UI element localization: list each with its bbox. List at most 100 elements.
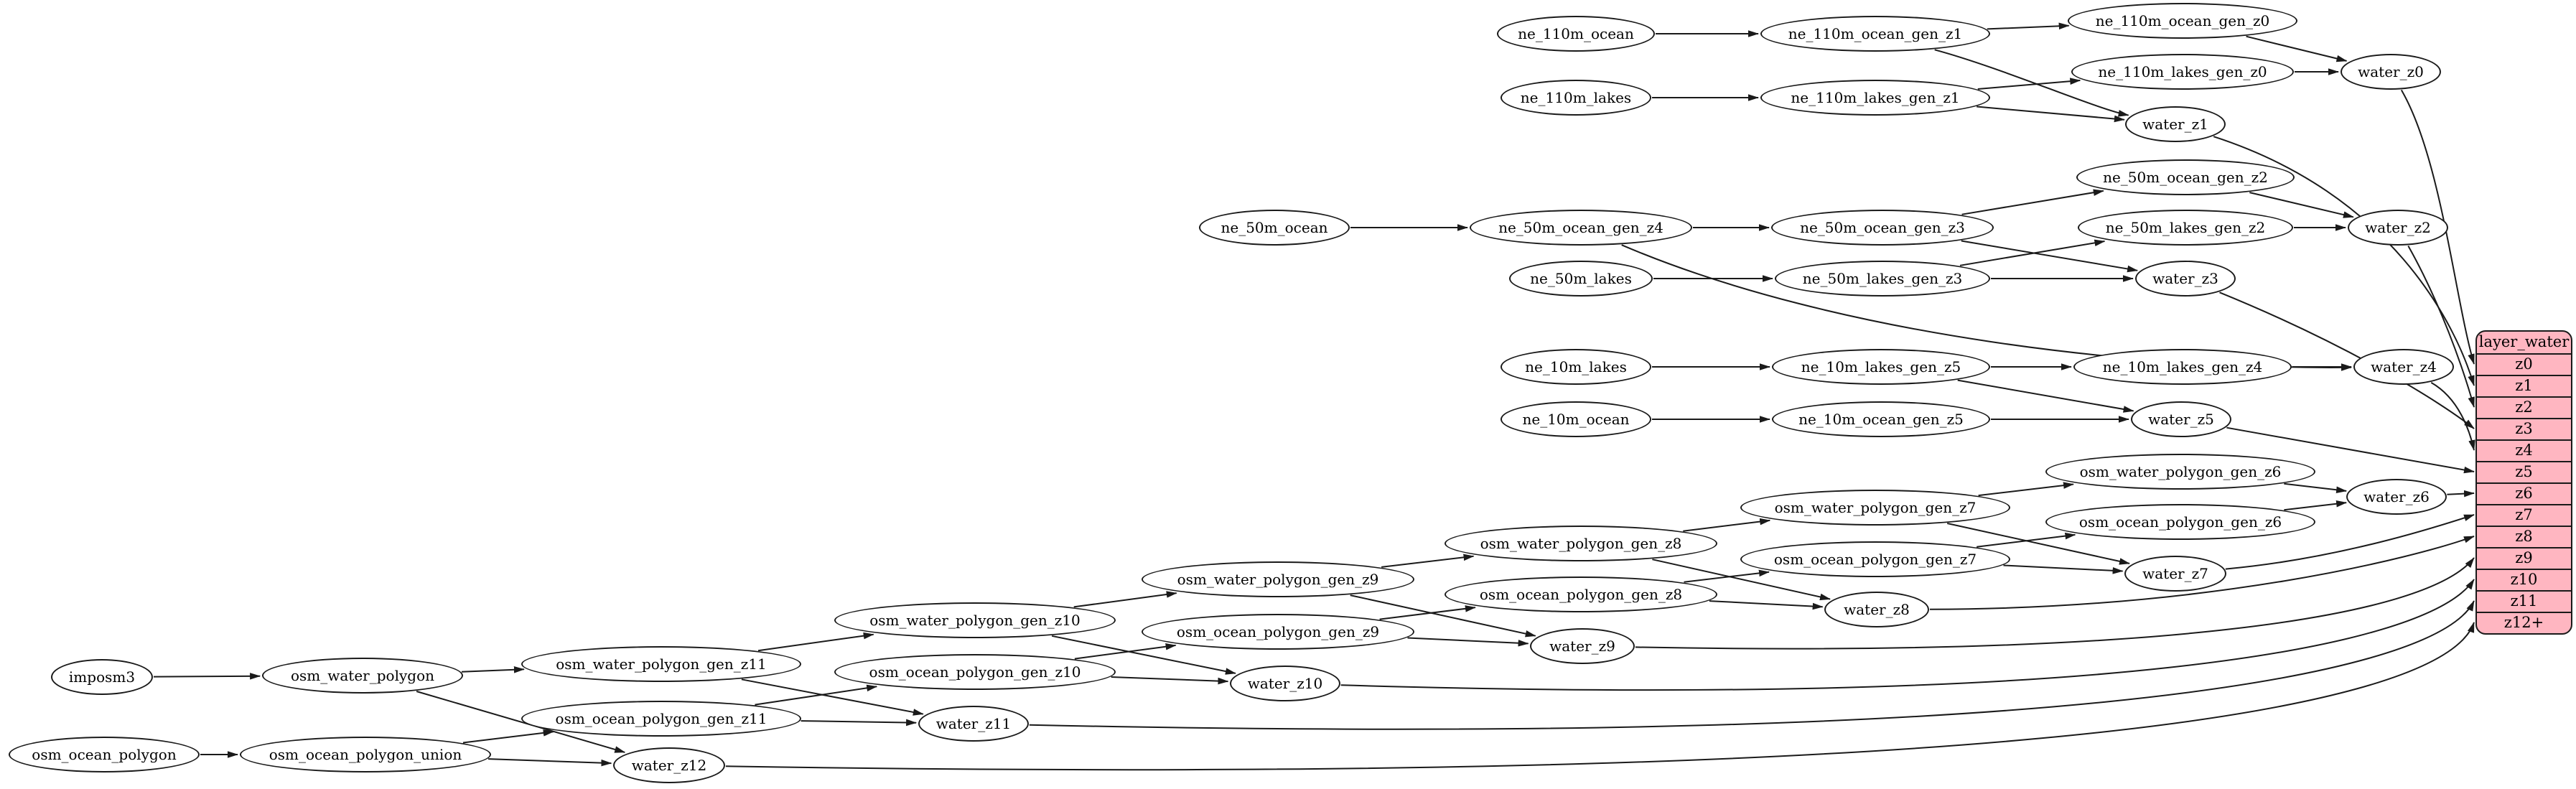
edge-osm_ocean_polygon_union-to-water_z12 bbox=[488, 758, 612, 767]
edge-osm_water_polygon_gen_z6-to-water_z6 bbox=[2284, 482, 2348, 494]
edge-osm_ocean_polygon_gen_z7-to-osm_ocean_polygon_gen_z6 bbox=[1977, 532, 2076, 548]
node-osm_ocean_polygon_gen_z9: osm_ocean_polygon_gen_z9 bbox=[1142, 614, 1414, 650]
node-osm_water_polygon_gen_z6: osm_water_polygon_gen_z6 bbox=[2045, 454, 2315, 490]
edge-osm_water_polygon_gen_z10-to-water_z10 bbox=[1051, 635, 1236, 675]
table-row-z5: z5 bbox=[2477, 461, 2571, 482]
edge-osm_water_polygon_gen_z8-to-osm_water_polygon_gen_z7 bbox=[1683, 518, 1771, 532]
edge-ne_110m_lakes_gen_z1-to-water_z1 bbox=[1977, 106, 2125, 123]
edge-water_z11-to-row-z11 bbox=[1029, 600, 2475, 730]
node-ne_50m_ocean_gen_z3: ne_50m_ocean_gen_z3 bbox=[1771, 210, 1994, 246]
edge-ne_110m_ocean_gen_z1-to-ne_110m_ocean_gen_z0 bbox=[1987, 22, 2070, 30]
edge-osm_water_polygon_gen_z8-to-water_z8 bbox=[1652, 559, 1831, 601]
node-ne_50m_ocean_gen_z2: ne_50m_ocean_gen_z2 bbox=[2076, 159, 2295, 195]
table-row-z12+: z12+ bbox=[2477, 612, 2571, 633]
node-water_z10: water_z10 bbox=[1230, 666, 1340, 701]
node-osm_water_polygon_gen_z9: osm_water_polygon_gen_z9 bbox=[1142, 561, 1414, 597]
node-ne_10m_lakes: ne_10m_lakes bbox=[1501, 349, 1651, 385]
node-ne_110m_lakes_gen_z1: ne_110m_lakes_gen_z1 bbox=[1760, 80, 1990, 116]
node-ne_50m_lakes: ne_50m_lakes bbox=[1509, 261, 1653, 297]
edge-osm_ocean_polygon_gen_z6-to-water_z6 bbox=[2284, 500, 2348, 511]
node-water_z6: water_z6 bbox=[2346, 479, 2447, 515]
node-osm_water_polygon_gen_z7: osm_water_polygon_gen_z7 bbox=[1740, 490, 2010, 526]
edge-ne_50m_ocean_gen_z2-to-water_z2 bbox=[2249, 192, 2354, 218]
edge-osm_ocean_polygon_gen_z9-to-osm_ocean_polygon_gen_z8 bbox=[1379, 605, 1476, 620]
node-water_z11: water_z11 bbox=[918, 706, 1029, 742]
edge-ne_110m_ocean_gen_z1-to-water_z1 bbox=[1934, 49, 2129, 117]
node-osm_water_polygon_gen_z8: osm_water_polygon_gen_z8 bbox=[1445, 526, 1717, 561]
node-osm_ocean_polygon_gen_z8: osm_ocean_polygon_gen_z8 bbox=[1445, 576, 1717, 612]
node-ne_110m_ocean_gen_z0: ne_110m_ocean_gen_z0 bbox=[2068, 3, 2297, 39]
table-row-z7: z7 bbox=[2477, 504, 2571, 526]
node-water_z7: water_z7 bbox=[2124, 556, 2226, 592]
edge-water_z2-to-row-z2 bbox=[2407, 246, 2475, 408]
edge-ne_50m_lakes_gen_z3-to-ne_50m_lakes_gen_z2 bbox=[1959, 239, 2106, 266]
edge-osm_ocean_polygon_gen_z8-to-water_z8 bbox=[1709, 600, 1824, 610]
edge-ne_50m_ocean_gen_z4-to-water_z4 bbox=[1621, 244, 2352, 371]
edge-osm_water_polygon_gen_z7-to-osm_water_polygon_gen_z6 bbox=[1978, 482, 2074, 497]
table-row-z2: z2 bbox=[2477, 396, 2571, 418]
edge-osm_water_polygon_gen_z9-to-water_z9 bbox=[1350, 594, 1536, 638]
edge-ne_50m_ocean_gen_z3-to-ne_50m_ocean_gen_z2 bbox=[1961, 189, 2104, 215]
edge-water_z10-to-row-z10 bbox=[1340, 579, 2475, 691]
table-row-z8: z8 bbox=[2477, 526, 2571, 547]
node-water_z3: water_z3 bbox=[2135, 261, 2236, 297]
edge-osm_ocean_polygon_union-to-osm_ocean_polygon_gen_z11 bbox=[462, 729, 554, 744]
table-row-z4: z4 bbox=[2477, 439, 2571, 461]
table-row-z1: z1 bbox=[2477, 375, 2571, 396]
edge-osm_ocean_polygon_gen_z11-to-osm_ocean_polygon_gen_z10 bbox=[755, 684, 878, 706]
edge-osm_ocean_polygon_gen_z8-to-osm_ocean_polygon_gen_z7 bbox=[1684, 569, 1770, 583]
edge-ne_50m_ocean_gen_z3-to-water_z3 bbox=[1961, 240, 2139, 273]
edge-water_z5-to-row-z5 bbox=[2226, 426, 2475, 474]
node-water_z1: water_z1 bbox=[2125, 106, 2226, 142]
node-osm_ocean_polygon_gen_z11: osm_ocean_polygon_gen_z11 bbox=[521, 701, 801, 737]
edge-imposm3-to-osm_water_polygon bbox=[153, 673, 261, 680]
node-osm_ocean_polygon_gen_z7: osm_ocean_polygon_gen_z7 bbox=[1740, 541, 2010, 577]
table-header: layer_water bbox=[2478, 333, 2570, 350]
edge-osm_water_polygon_gen_z11-to-water_z11 bbox=[741, 678, 924, 716]
table-row-z11: z11 bbox=[2477, 590, 2571, 612]
edge-osm_water_polygon_gen_z11-to-osm_water_polygon_gen_z10 bbox=[757, 632, 874, 652]
node-water_z9: water_z9 bbox=[1530, 628, 1635, 664]
edge-water_z4-to-row-z4 bbox=[2430, 382, 2475, 451]
edge-osm_ocean_polygon_gen_z10-to-osm_ocean_polygon_gen_z9 bbox=[1074, 643, 1177, 660]
node-water_z4: water_z4 bbox=[2353, 349, 2454, 385]
table-row-z10: z10 bbox=[2477, 569, 2571, 590]
edge-water_z1-to-row-z1 bbox=[2213, 136, 2475, 386]
edge-water_z9-to-row-z9 bbox=[1635, 557, 2475, 650]
node-ne_50m_ocean_gen_z4: ne_50m_ocean_gen_z4 bbox=[1470, 210, 1692, 246]
edge-osm_water_polygon_gen_z7-to-water_z7 bbox=[1946, 523, 2130, 565]
table-row-z9: z9 bbox=[2477, 547, 2571, 569]
edge-osm_water_polygon_gen_z9-to-osm_water_polygon_gen_z8 bbox=[1381, 554, 1475, 568]
edge-ne_110m_ocean_gen_z0-to-water_z0 bbox=[2246, 35, 2348, 62]
node-osm_water_polygon: osm_water_polygon bbox=[262, 658, 463, 694]
edge-ne_110m_lakes_gen_z1-to-ne_110m_lakes_gen_z0 bbox=[1977, 78, 2081, 90]
table-row-z3: z3 bbox=[2477, 418, 2571, 439]
node-osm_ocean_polygon_gen_z10: osm_ocean_polygon_gen_z10 bbox=[834, 654, 1116, 690]
node-ne_10m_lakes_gen_z4: ne_10m_lakes_gen_z4 bbox=[2073, 349, 2292, 385]
node-osm_ocean_polygon_union: osm_ocean_polygon_union bbox=[240, 737, 491, 772]
edge-osm_ocean_polygon_gen_z9-to-water_z9 bbox=[1407, 637, 1529, 647]
node-water_z12: water_z12 bbox=[613, 747, 725, 783]
edge-water_z7-to-row-z7 bbox=[2225, 514, 2475, 570]
table-row-z0: z0 bbox=[2477, 353, 2571, 375]
node-ne_50m_lakes_gen_z3: ne_50m_lakes_gen_z3 bbox=[1775, 261, 1990, 297]
edge-water_z8-to-row-z8 bbox=[1929, 536, 2475, 610]
node-ne_110m_ocean_gen_z1: ne_110m_ocean_gen_z1 bbox=[1760, 16, 1990, 52]
edge-ne_10m_lakes_gen_z5-to-water_z5 bbox=[1957, 379, 2134, 413]
edge-water_z12-to-row-z12plus bbox=[725, 622, 2475, 771]
node-osm_water_polygon_gen_z11: osm_water_polygon_gen_z11 bbox=[521, 646, 801, 682]
edge-osm_ocean_polygon_gen_z10-to-water_z10 bbox=[1111, 676, 1229, 685]
node-osm_water_polygon_gen_z10: osm_water_polygon_gen_z10 bbox=[834, 602, 1116, 638]
node-ne_10m_ocean_gen_z5: ne_10m_ocean_gen_z5 bbox=[1772, 401, 1990, 437]
node-osm_ocean_polygon_gen_z6: osm_ocean_polygon_gen_z6 bbox=[2045, 504, 2315, 540]
node-water_z8: water_z8 bbox=[1824, 592, 1929, 627]
node-water_z2: water_z2 bbox=[2348, 210, 2448, 246]
edge-osm_water_polygon-to-water_z12 bbox=[416, 691, 626, 753]
edge-osm_water_polygon-to-osm_water_polygon_gen_z11 bbox=[461, 666, 525, 673]
edge-osm_ocean_polygon_gen_z7-to-water_z7 bbox=[2003, 564, 2124, 574]
node-water_z0: water_z0 bbox=[2341, 54, 2441, 90]
table-row-z6: z6 bbox=[2477, 482, 2571, 504]
edge-water_z6-to-row-z6 bbox=[2447, 490, 2475, 498]
